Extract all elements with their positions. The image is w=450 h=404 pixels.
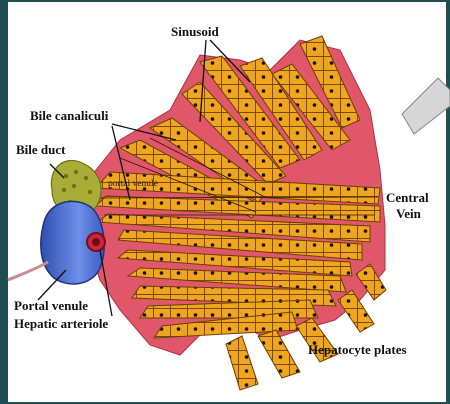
label-central-vein-1: Central — [386, 191, 429, 205]
label-hepatocyte-plates: Hepatocyte plates — [308, 343, 407, 357]
nerve-fiber — [8, 262, 48, 280]
label-portal-venule-inner: portal venule — [108, 179, 158, 189]
central-vein-arrow — [402, 78, 450, 134]
label-portal-venule: Portal venule — [14, 299, 88, 313]
label-sinusoid: Sinusoid — [171, 25, 219, 39]
label-bile-duct: Bile duct — [16, 143, 65, 157]
label-bile-canaliculi: Bile canaliculi — [30, 109, 108, 123]
label-hepatic-arteriole: Hepatic arteriole — [14, 317, 108, 331]
label-central-vein-2: Vein — [396, 207, 421, 221]
